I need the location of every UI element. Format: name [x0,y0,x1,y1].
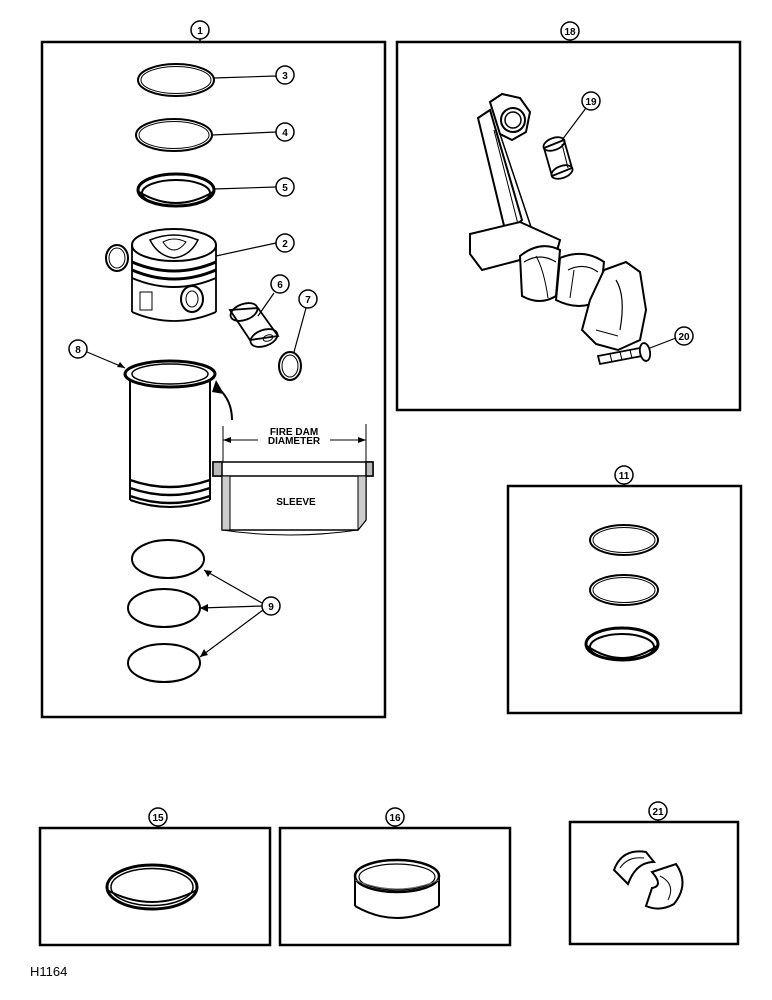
compression-ring-second [135,118,213,152]
callout-7: 7 [298,289,318,309]
svg-text:4: 4 [282,128,288,139]
seal-ring-top [131,539,205,579]
sleeve-cross-section: SLEEVE [212,461,374,536]
sleeve-band [353,858,441,919]
cylinder-sleeve [123,359,217,508]
svg-text:20: 20 [678,332,690,343]
connecting-rod-bolt [596,342,652,366]
fire-dam-label: FIRE DAM [270,427,318,438]
callout-9: 9 [261,596,281,616]
sleeve-seal-ring [105,863,199,911]
svg-text:2: 2 [282,239,288,250]
panel-bearing-halves: 21 [568,801,740,946]
panel-connecting-rod: 18 [395,21,742,412]
panel-sleeve-band: 16 [278,807,512,947]
panel-number-callout: 15 [148,807,168,828]
callout-5: 5 [275,177,295,197]
svg-text:3: 3 [282,71,288,82]
ring-set-top-ring [589,524,659,556]
diameter-label: DIAMETER [268,436,321,447]
compression-ring-top [137,63,215,97]
svg-text:15: 15 [152,813,164,824]
piston [131,228,217,322]
panel-ring-set: 11 [506,465,743,715]
panel-number-callout: 18 [560,21,580,42]
svg-text:19: 19 [585,97,597,108]
svg-text:16: 16 [389,813,401,824]
callout-19: 19 [581,91,601,111]
svg-text:6: 6 [277,280,283,291]
panel-frame [568,820,740,946]
seal-ring-middle [127,588,201,628]
callout-6: 6 [270,274,290,294]
seal-ring-bottom [127,643,201,683]
panel-number-callout: 1 [190,20,210,42]
connecting-rod-cap [580,260,648,352]
piston-pin [228,302,280,348]
piston-pin-snap-ring-left [105,244,129,272]
callout-3: 3 [275,65,295,85]
panel-frame [278,826,512,947]
svg-text:1: 1 [197,26,203,37]
svg-text:9: 9 [268,602,274,613]
panel-piston-kit: 1 3 4 5 [40,20,387,719]
figure-id: H1164 [30,964,68,979]
ring-set-oil-ring [584,626,660,662]
panel-frame [395,40,742,412]
svg-text:18: 18 [564,27,576,38]
svg-text:11: 11 [619,471,630,482]
callout-20: 20 [674,326,694,346]
callout-8: 8 [68,339,88,359]
panel-frame [506,484,743,715]
panel-number-callout: 21 [648,801,668,822]
panel-frame [38,826,272,947]
svg-text:5: 5 [282,183,288,194]
oil-control-ring [136,172,216,208]
sleeve-label: SLEEVE [276,497,316,508]
svg-text:8: 8 [75,345,81,356]
bearing-half-upper [612,850,657,886]
panel-frame [40,40,387,719]
ring-set-second-ring [589,574,659,606]
connecting-rod [469,92,562,302]
panel-number-callout: 11 [614,465,634,486]
svg-text:7: 7 [305,295,311,306]
callout-2: 2 [275,233,295,253]
piston-pin-bushing [542,136,574,180]
panel-ring-single: 15 [38,807,272,947]
svg-text:21: 21 [652,807,664,818]
piston-pin-snap-ring-right [278,351,302,381]
bearing-half-lower [644,862,684,910]
callout-4: 4 [275,122,295,142]
panel-number-callout: 16 [385,807,405,828]
fire-dam-dimension: FIRE DAM DIAMETER [222,424,367,462]
